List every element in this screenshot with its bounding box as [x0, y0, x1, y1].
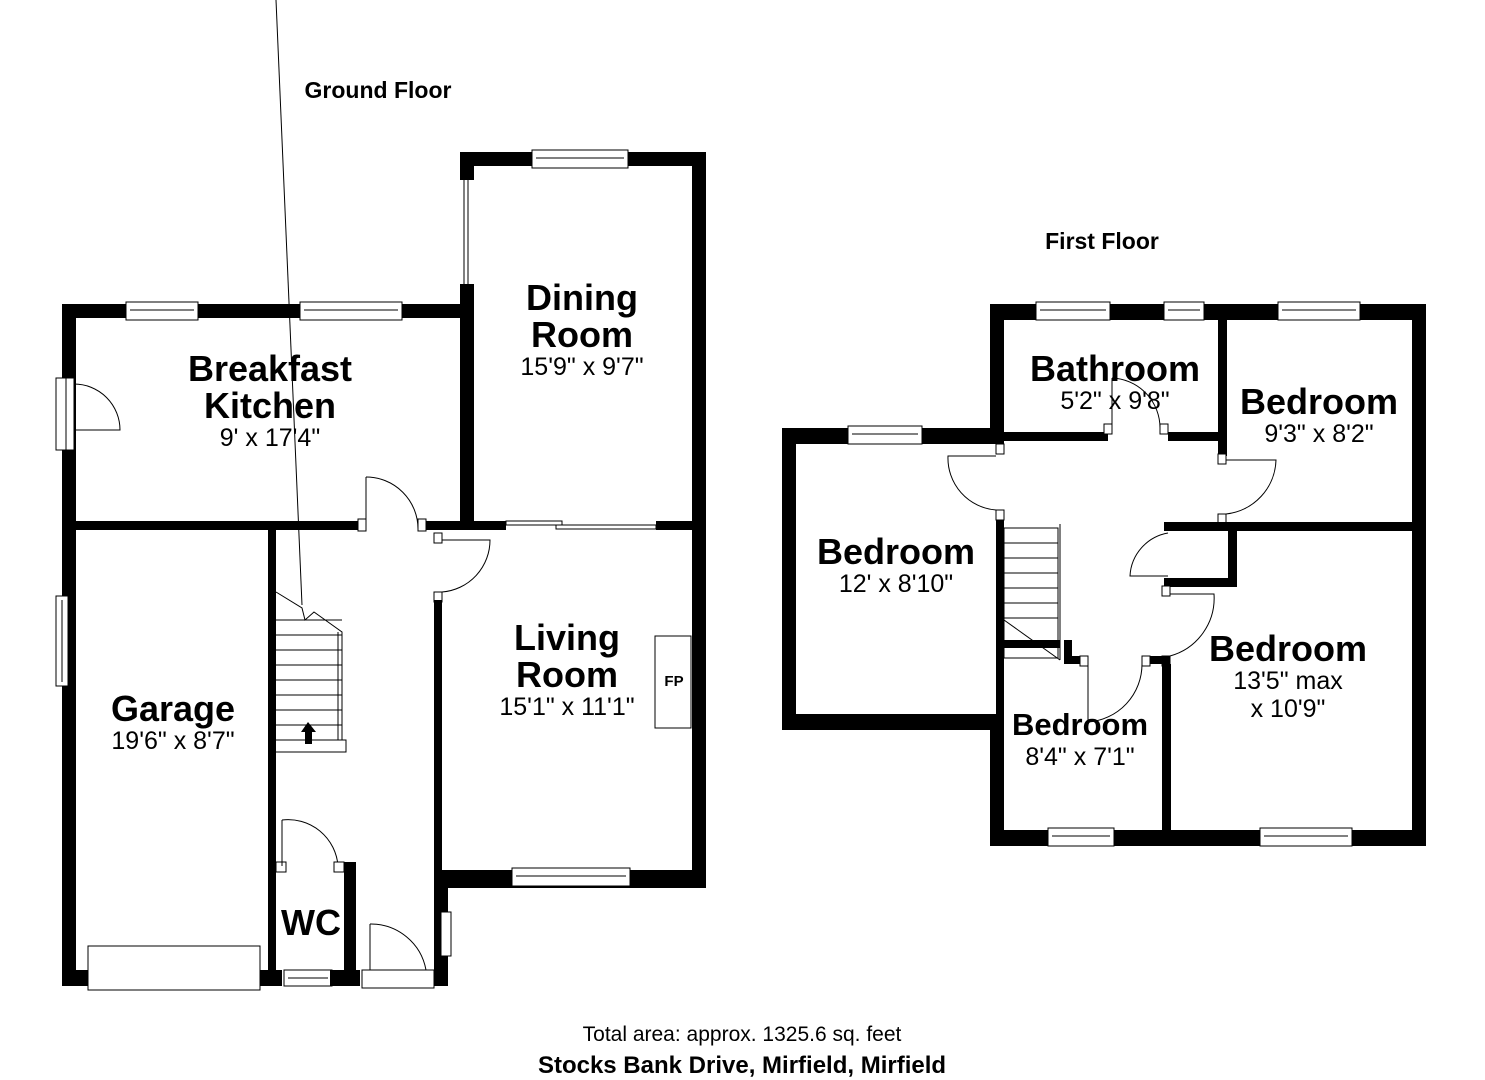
room-name: Bedroom: [1011, 707, 1149, 742]
room-name: Garage: [110, 688, 236, 729]
room-dimensions-line2: x 10'9": [1250, 695, 1326, 723]
room-name: Dining: [526, 277, 638, 318]
room-name: Bathroom: [1030, 348, 1200, 389]
room-dimensions: 9'3" x 8'2": [1264, 420, 1374, 448]
room-dimensions: 12' x 8'10": [838, 570, 954, 598]
ground-floor-title: Ground Floor: [304, 77, 452, 103]
room-name: WC: [281, 902, 341, 943]
room-name: Breakfast: [187, 348, 353, 389]
room-breakfast-kitchen: Breakfast Kitchen 9' x 17'4": [140, 350, 400, 452]
room-name: Room: [531, 314, 633, 355]
room-bedroom-1: Bedroom 13'5" max x 10'9": [1172, 630, 1404, 723]
fireplace-label: FP: [664, 673, 684, 690]
room-name: Living: [514, 617, 620, 658]
room-dimensions: 15'1" x 11'1": [499, 693, 635, 721]
room-dimensions: 9' x 17'4": [219, 424, 321, 452]
room-dimensions: 19'6" x 8'7": [111, 727, 235, 755]
room-name: Bedroom: [1239, 381, 1398, 422]
property-address: Stocks Bank Drive, Mirfield, Mirfield: [537, 1052, 947, 1079]
ground-stairs: [275, 0, 347, 753]
room-dimensions: 8'4" x 7'1": [1025, 743, 1135, 771]
ground-floor-plan: [55, 0, 706, 991]
first-floor-plan: [782, 301, 1426, 847]
room-dimensions: 15'9" x 9'7": [520, 353, 644, 381]
room-living-room: Living Room 15'1" x 11'1": [452, 619, 682, 721]
room-name: Kitchen: [203, 385, 336, 426]
first-floor-stairs: [1003, 524, 1061, 661]
room-bedroom-3: Bedroom 12' x 8'10": [798, 533, 994, 598]
room-wc: WC: [276, 904, 346, 941]
room-name: Bedroom: [816, 531, 975, 572]
room-name: Bedroom: [1208, 628, 1367, 669]
first-floor-title: First Floor: [1045, 228, 1159, 254]
room-bedroom-4: Bedroom 8'4" x 7'1": [1000, 706, 1160, 771]
room-garage: Garage 19'6" x 8'7": [80, 690, 266, 755]
total-area: Total area: approx. 1325.6 sq. feet: [582, 1023, 902, 1046]
room-dimensions: 5'2" x 9'8": [1060, 387, 1170, 415]
room-dimensions: 13'5" max: [1233, 667, 1343, 695]
room-name: Room: [516, 654, 618, 695]
room-bathroom: Bathroom 5'2" x 9'8": [1004, 350, 1226, 415]
room-bedroom-2: Bedroom 9'3" x 8'2": [1226, 383, 1412, 448]
room-dining-room: Dining Room 15'9" x 9'7": [470, 279, 694, 381]
